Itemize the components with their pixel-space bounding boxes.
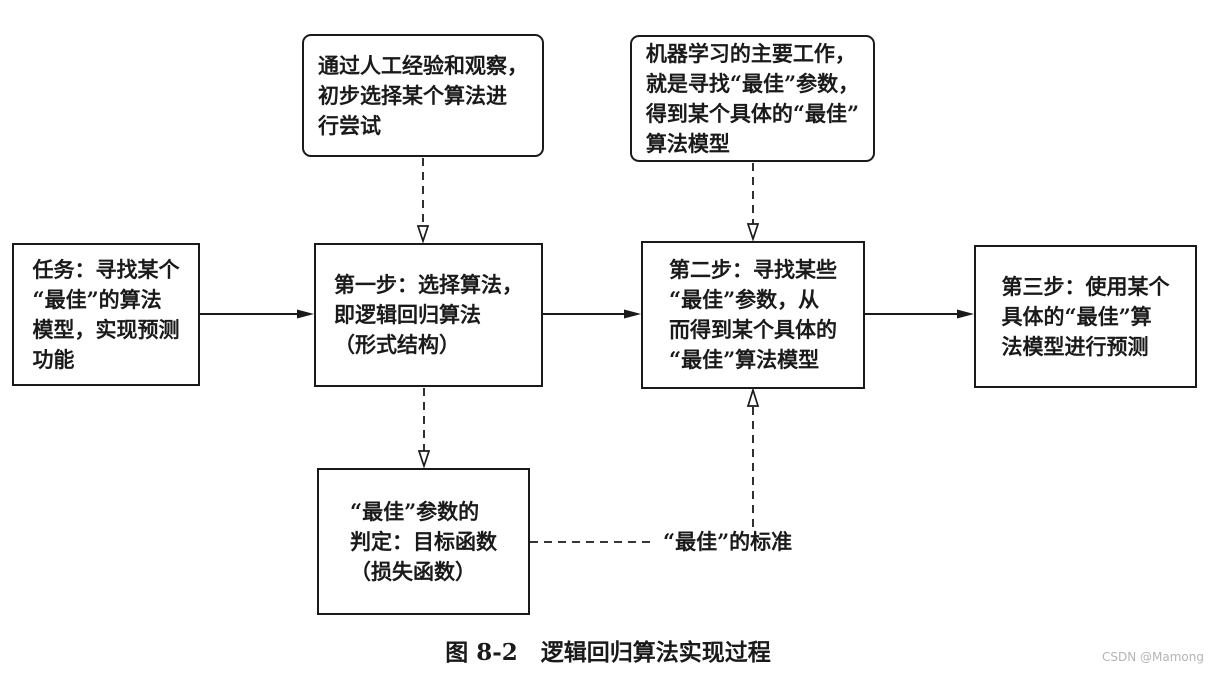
node-step1-text: 第一步：选择算法， 即逻辑回归算法 （形式结构） (334, 272, 523, 357)
node-note-find-params: 机器学习的主要工作， 就是寻找“最佳”参数， 得到某个具体的“最佳” 算法模型 (630, 35, 875, 162)
standard-label: “最佳”的标准 (663, 529, 793, 554)
watermark: CSDN @Mamong (1102, 650, 1204, 664)
node-criteria: “最佳”参数的 判定：目标函数 （损失函数） (317, 468, 530, 615)
arrow-note-params-to-step2 (746, 163, 760, 242)
arrow-step1-to-criteria (417, 388, 431, 469)
arrow-step1-to-step2 (543, 309, 641, 319)
node-note-select-text: 通过人工经验和观察， 初步选择某个算法进 行尝试 (318, 52, 528, 138)
node-criteria-text: “最佳”参数的 判定：目标函数 （损失函数） (350, 498, 497, 584)
node-note-params-text: 机器学习的主要工作， 就是寻找“最佳”参数， 得到某个具体的“最佳” 算法模型 (645, 40, 860, 156)
arrow-step2-to-step3 (865, 309, 974, 319)
node-step3-text: 第三步：使用某个 具体的“最佳”算 法模型进行预测 (1001, 273, 1170, 359)
node-note-select-algorithm: 通过人工经验和观察， 初步选择某个算法进 行尝试 (302, 34, 544, 157)
arrow-task-to-step1 (200, 309, 314, 319)
node-step3: 第三步：使用某个 具体的“最佳”算 法模型进行预测 (974, 245, 1197, 388)
node-step1: 第一步：选择算法， 即逻辑回归算法 （形式结构） (314, 243, 543, 387)
node-step2-text: 第二步：寻找某些 “最佳”参数，从 而得到某个具体的 “最佳”算法模型 (669, 257, 837, 372)
figure-caption: 图 8-2 逻辑回归算法实现过程 (445, 639, 771, 666)
node-task-text: 任务：寻找某个 “最佳”的算法 模型，实现预测 功能 (32, 256, 180, 372)
node-step2: 第二步：寻找某些 “最佳”参数，从 而得到某个具体的 “最佳”算法模型 (641, 241, 865, 389)
arrow-standard-label-to-step2 (746, 387, 760, 527)
node-task: 任务：寻找某个 “最佳”的算法 模型，实现预测 功能 (12, 243, 200, 386)
arrow-note-select-to-step1 (416, 158, 430, 244)
